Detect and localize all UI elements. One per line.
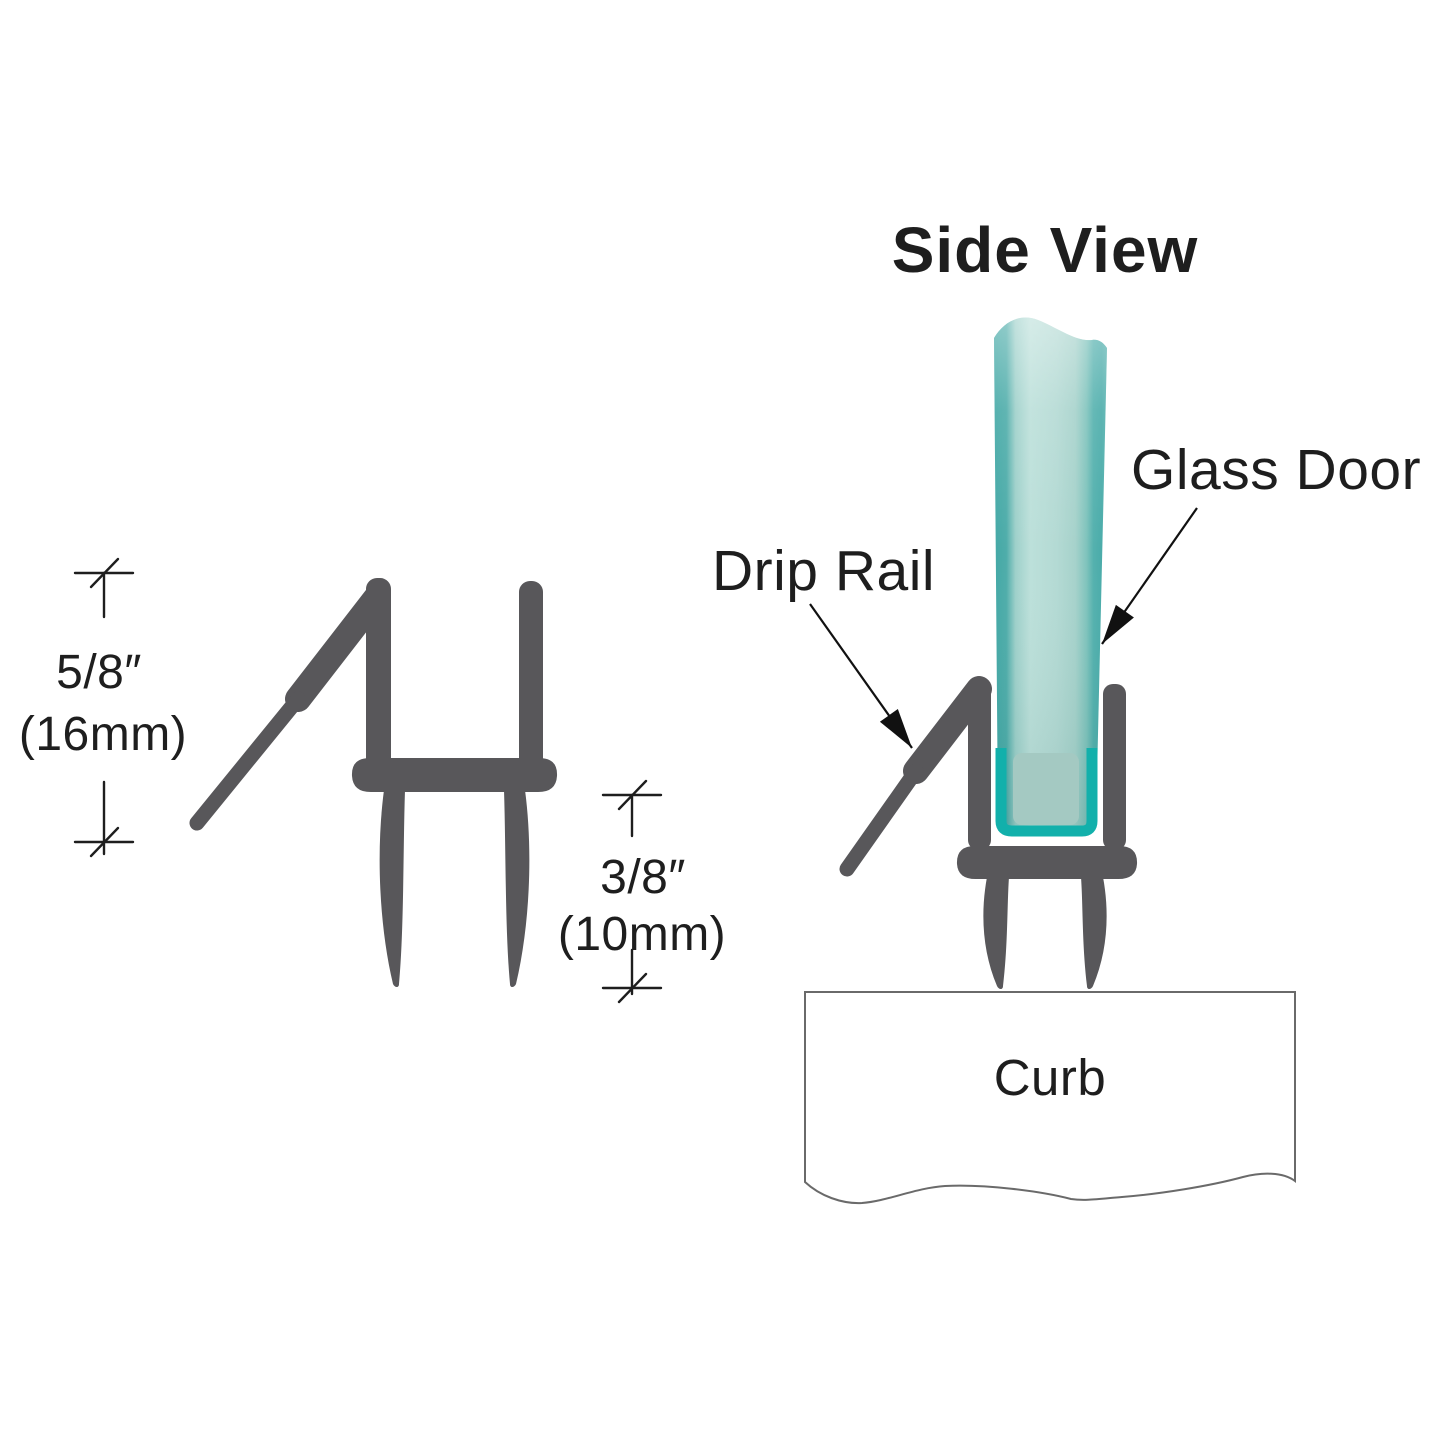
dimension-value-mm: (10mm) — [558, 908, 726, 961]
dimension-ticks-3-8 — [601, 779, 663, 1004]
curb-label: Curb — [994, 1049, 1107, 1106]
dimension-tick — [89, 826, 120, 858]
glass-door-arrow — [1101, 507, 1198, 645]
seal-profile-view — [189, 578, 558, 987]
glass-bottom-edge — [995, 748, 1098, 837]
drip-rail-fin — [839, 676, 992, 877]
dimension-tick — [89, 557, 120, 589]
seal-channel-base — [351, 757, 558, 793]
seal-channel-base — [956, 845, 1138, 880]
side-view-title: Side View — [892, 214, 1199, 286]
curb-outline — [804, 991, 1296, 1205]
drip-rail-arrow — [809, 603, 913, 749]
curb: Curb — [804, 991, 1296, 1205]
seal-wiper-leg-left — [379, 790, 405, 987]
dimension-value-inches: 3/8″ — [600, 851, 686, 904]
dimension-value-mm: (16mm) — [19, 708, 187, 761]
seal-channel-right-wall — [1103, 684, 1126, 850]
drip-rail-fin — [189, 584, 390, 831]
seal-channel-right-wall — [519, 581, 543, 773]
glass-door-label: Glass Door — [1131, 438, 1421, 502]
label-drip-rail: Drip Rail — [712, 539, 935, 749]
dimension-5-8: 5/8″ (16mm) — [19, 557, 187, 858]
dimension-ticks-5-8 — [73, 557, 135, 858]
label-glass-door: Glass Door — [1101, 438, 1421, 645]
seal-channel-left-wall — [968, 678, 991, 850]
dimension-tick — [617, 779, 648, 811]
seal-wiper-leg-left — [983, 877, 1009, 989]
seal-side-view — [839, 676, 1138, 989]
dimension-tick — [617, 972, 648, 1004]
glass-inner-bottom — [1013, 753, 1079, 825]
seal-wiper-leg-right — [1081, 877, 1107, 989]
side-view: Side View Curb Drip Rail — [712, 214, 1421, 1205]
drip-rail-label: Drip Rail — [712, 539, 935, 603]
glass-door — [994, 317, 1107, 837]
dimension-value-inches: 5/8″ — [56, 646, 142, 699]
glass-panel-sheen — [994, 317, 1107, 836]
seal-wiper-leg-right — [504, 790, 530, 987]
dimension-3-8: 3/8″ (10mm) — [558, 779, 726, 1004]
seal-channel-left-wall — [366, 578, 391, 773]
